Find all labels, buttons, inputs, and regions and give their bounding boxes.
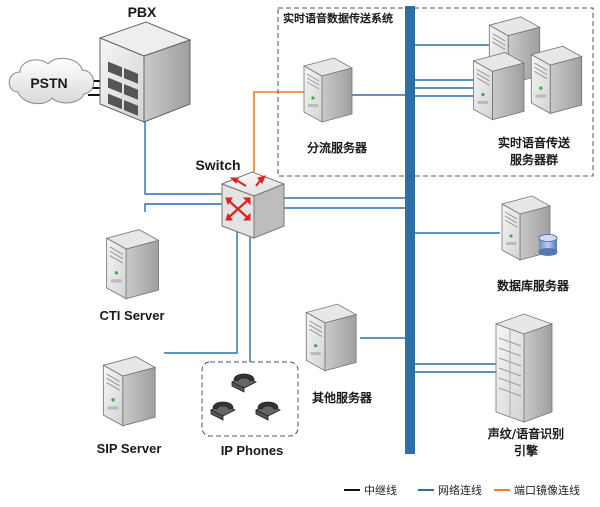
db-server	[501, 195, 558, 261]
sip-server	[102, 356, 156, 427]
cti-server	[106, 229, 160, 300]
voice-engine-rack	[494, 313, 554, 423]
sip-switch-link	[164, 232, 238, 354]
voice-engine-label-2: 引擎	[514, 443, 538, 458]
other-servers	[305, 303, 357, 372]
voice-engine-label-1: 声纹/语音识别	[487, 426, 564, 441]
switch-label: Switch	[195, 157, 240, 173]
other-servers-label: 其他服务器	[312, 390, 373, 405]
cti-server-label: CTI Server	[99, 308, 164, 323]
db-server-label: 数据库服务器	[497, 278, 570, 293]
cti-switch-link	[144, 203, 222, 212]
realtime-system-label: 实时语音数据传送系统	[283, 11, 393, 25]
sip-server-label: SIP Server	[97, 441, 162, 456]
realtime-server-cluster	[473, 16, 583, 121]
pbx-label: PBX	[128, 4, 157, 20]
legend-mirror-label: 端口镜像连线	[514, 483, 580, 497]
realtime-system-box	[277, 7, 594, 177]
legend-trunk-label: 中继线	[364, 483, 397, 497]
pstn-cloud	[8, 57, 94, 105]
split-server	[303, 57, 353, 123]
realtime-cluster-label-2: 服务器群	[510, 152, 558, 167]
ip-phones-box	[201, 361, 299, 437]
realtime-cluster-label-1: 实时语音传送	[498, 135, 571, 150]
switch-device	[220, 171, 286, 239]
legend: 中继线 网络连线 端口镜像连线	[344, 483, 580, 497]
ip-phone-icons	[210, 373, 281, 421]
pstn-label: PSTN	[30, 75, 67, 91]
backbone-bus	[405, 6, 415, 454]
split-server-label: 分流服务器	[307, 140, 368, 155]
ip-phones-label: IP Phones	[221, 443, 284, 458]
pbx-cabinet	[98, 21, 192, 123]
pbx-switch-link	[144, 118, 222, 195]
mirror-link	[253, 91, 305, 172]
legend-network-label: 网络连线	[438, 483, 482, 497]
